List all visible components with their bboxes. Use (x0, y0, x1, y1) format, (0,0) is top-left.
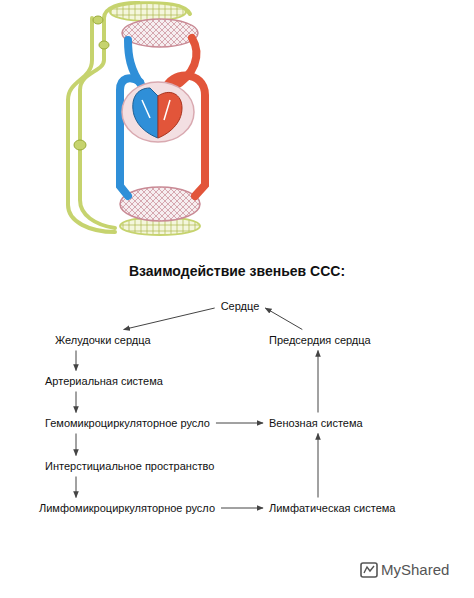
step-text: Лимфомикроциркуляторное русло (39, 502, 215, 515)
flow-arrow (318, 351, 319, 413)
flow-arrow (76, 392, 77, 413)
step-text: Гемомикроциркуляторное русло (45, 417, 210, 430)
flow-arrow (124, 308, 215, 330)
flow-arrow (221, 508, 263, 509)
flow-arrow (76, 477, 77, 498)
step-text: Сердце (221, 300, 260, 313)
flow-arrow (76, 434, 77, 456)
step-text: Венозная система (269, 417, 363, 430)
flow-arrow (265, 308, 302, 330)
pulmonary-artery (128, 40, 142, 86)
step-text: Желудочки сердца (55, 334, 151, 347)
flow-arrow (216, 423, 263, 424)
flow-arrow (318, 434, 319, 498)
lymphatic-vessels (68, 3, 200, 235)
flow-step: Лимфомикроциркуляторное русло (36, 501, 218, 516)
flow-step: Венозная система (266, 416, 366, 431)
step-text: Интерстициальное пространство (45, 460, 214, 473)
step-text: Артериальная система (45, 375, 163, 388)
flow-step: Интерстициальное пространство (42, 459, 217, 474)
flow-step: Желудочки сердца (52, 333, 154, 348)
heart (122, 82, 194, 142)
flow-step: Артериальная система (42, 374, 166, 389)
step-text: Предсердия сердца (269, 334, 371, 347)
body-capillaries (120, 187, 200, 221)
flow-step: Гемомикроциркуляторное русло (42, 416, 213, 431)
lung-capillaries (122, 19, 198, 47)
flow-step: Лимфатическая система (266, 501, 398, 516)
flow-step: Сердце (218, 299, 263, 314)
watermark: MyShared (381, 561, 449, 578)
lymph-nodes (74, 16, 109, 150)
diagram-title: Взаимодействие звеньев ССС: (0, 263, 474, 280)
watermark-icon (361, 563, 377, 577)
flow-step: Предсердия сердца (266, 333, 374, 348)
step-text: Лимфатическая система (269, 502, 395, 515)
flow-arrow (76, 351, 77, 371)
